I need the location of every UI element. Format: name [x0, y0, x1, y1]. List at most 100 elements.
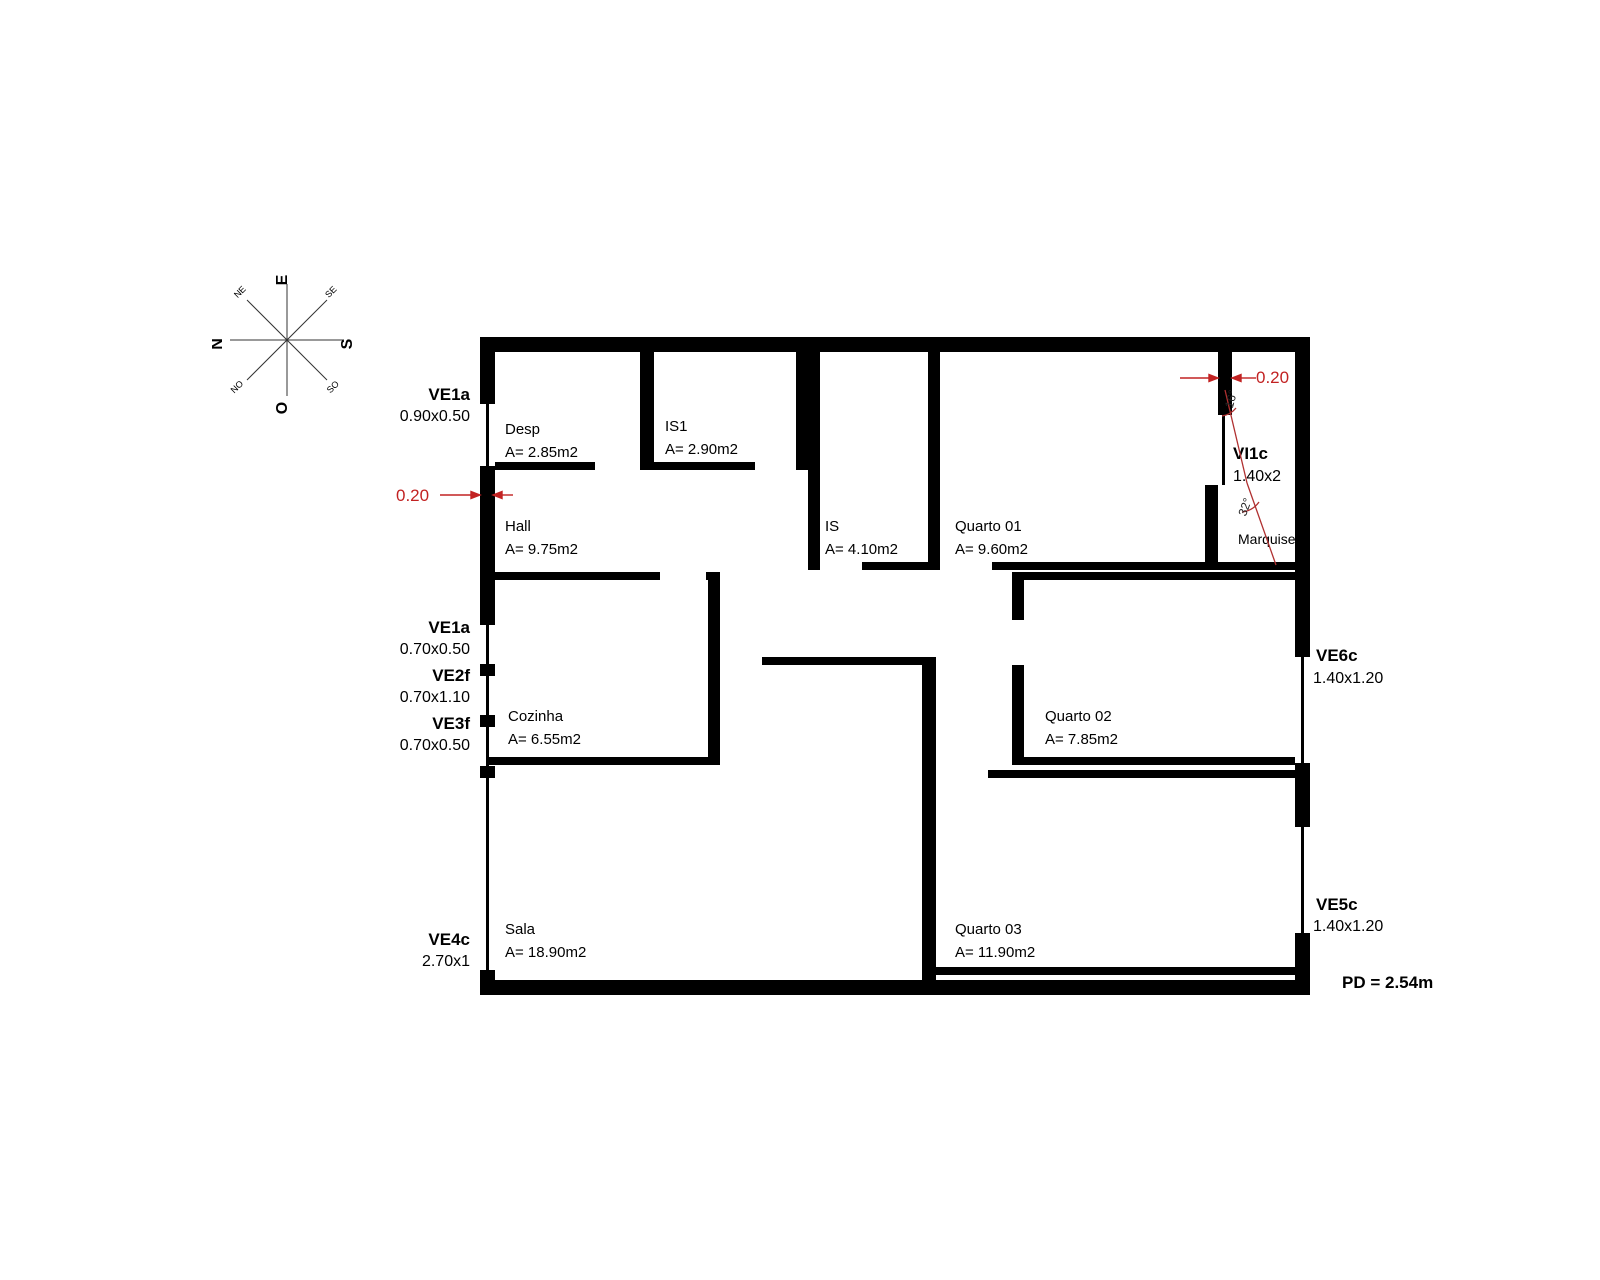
wall-segment	[1295, 765, 1310, 825]
marquise-angle-lines	[1221, 389, 1277, 566]
door-vi1c	[1222, 415, 1225, 485]
window-label-ve2f-size: 0.70x1.10	[399, 689, 470, 706]
window-label-ve1a-top-size: 0.90x0.50	[399, 408, 470, 425]
room-area: A= 9.60m2	[955, 541, 1028, 558]
dimension-arrow-left	[440, 490, 513, 500]
room-label-sala: Sala A= 18.90m2	[505, 918, 586, 964]
wall-segment	[922, 657, 936, 980]
sill-tick	[480, 674, 495, 676]
sill-tick	[1295, 655, 1310, 657]
room-label-quarto01: Quarto 01 A= 9.60m2	[955, 515, 1028, 561]
wall-segment	[796, 352, 808, 470]
wall-segment	[480, 768, 495, 776]
wall-segment	[1012, 665, 1024, 765]
wall-segment	[862, 562, 928, 570]
wall-segment	[1012, 572, 1295, 580]
wall-segment	[640, 352, 654, 462]
room-area: A= 6.55m2	[508, 731, 581, 748]
angle-arc-upper	[1221, 407, 1237, 417]
room-name: IS	[825, 518, 840, 535]
room-name: IS1	[665, 418, 688, 435]
angle-arc-lower	[1241, 501, 1260, 513]
angle-line-lower	[1246, 482, 1277, 566]
window-label-ve1a-top-code: VE1a	[428, 385, 470, 404]
dimension-arrow-top-right	[1180, 373, 1256, 383]
wall-segment	[1205, 485, 1218, 570]
room-label-is1: IS1 A= 2.90m2	[665, 415, 738, 461]
compass-axis-diagonal-2	[246, 299, 328, 381]
dimension-text-left: 0.20	[396, 486, 430, 505]
compass-label-no: NO	[229, 379, 246, 396]
wall-segment	[762, 657, 934, 665]
compass-label-n: N	[212, 338, 226, 350]
wall-segment	[922, 967, 1302, 975]
window-label-ve4c-size: 2.70x1	[421, 953, 470, 970]
room-area: A= 18.90m2	[505, 944, 587, 961]
wall-segment	[480, 468, 495, 623]
wall-segment	[480, 337, 1310, 352]
sill-tick	[480, 623, 495, 625]
room-area: A= 2.85m2	[505, 444, 578, 461]
window-ve3f	[486, 725, 489, 768]
sill-tick	[1295, 933, 1310, 935]
window-label-ve6c-size: 1.40x1.20	[1313, 670, 1384, 687]
angle-line-upper	[1224, 389, 1248, 484]
wall-segment	[1218, 352, 1232, 415]
wall-segment	[1295, 352, 1310, 655]
compass-label-so: SO	[325, 379, 341, 395]
wall-segment	[488, 572, 660, 580]
window-label-ve1a-mid-code: VE1a	[428, 618, 470, 637]
compass-label-e: E	[274, 274, 291, 285]
compass-label-s: S	[339, 338, 356, 349]
room-label-quarto03: Quarto 03 A= 11.90m2	[955, 918, 1035, 964]
room-area: A= 7.85m2	[1045, 731, 1118, 748]
wall-segment	[480, 980, 1310, 995]
window-label-ve3f-code: VE3f	[432, 714, 470, 733]
window-ve1a-top	[486, 402, 489, 468]
room-name: Quarto 02	[1045, 708, 1112, 725]
window-ve4c	[486, 776, 489, 972]
wall-segment	[495, 462, 595, 470]
window-ve5c	[1301, 825, 1304, 935]
room-name: Hall	[505, 518, 531, 535]
compass-label-se: SE	[323, 284, 339, 300]
sill-tick	[480, 776, 495, 778]
window-label-ve5c-size: 1.40x1.20	[1313, 918, 1384, 935]
wall-segment	[480, 972, 495, 980]
room-area: A= 2.90m2	[665, 441, 738, 458]
sill-tick	[480, 402, 495, 404]
wall-segment	[928, 352, 940, 570]
compass-label-ne: NE	[232, 284, 248, 300]
dimension-text-top-right: 0.20	[1256, 368, 1290, 387]
window-label-ve3f-size: 0.70x0.50	[399, 737, 470, 754]
compass-rose: E N S O NE SE NO SO	[212, 274, 356, 414]
window-ve1a-mid	[486, 623, 489, 666]
sill-tick	[480, 664, 495, 666]
window-label-ve2f-code: VE2f	[432, 666, 470, 685]
room-name: Desp	[505, 421, 541, 438]
sill-tick	[480, 725, 495, 727]
sill-tick	[1295, 825, 1310, 827]
wall-segment	[808, 352, 820, 570]
sill-tick	[480, 766, 495, 768]
window-label-ve6c-code: VE6c	[1316, 646, 1358, 665]
room-area: A= 11.90m2	[955, 944, 1036, 961]
sill-tick	[1295, 763, 1310, 765]
wall-segment	[992, 562, 1310, 570]
room-area: A= 9.75m2	[505, 541, 578, 558]
wall-segment	[480, 666, 495, 674]
room-label-cozinha: Cozinha A= 6.55m2	[508, 705, 581, 751]
wall-segment	[988, 770, 1302, 778]
room-name: Sala	[505, 921, 536, 938]
window-ve2f	[486, 674, 489, 717]
wall-segment	[488, 757, 720, 765]
wall-segment	[1012, 580, 1024, 620]
window-label-ve5c-code: VE5c	[1316, 895, 1358, 914]
wall-segment	[708, 572, 720, 765]
room-name: Quarto 03	[955, 921, 1022, 938]
sill-tick	[480, 715, 495, 717]
wall-segment	[1012, 757, 1295, 765]
sill-tick	[480, 466, 495, 468]
ceiling-height-label: PD = 2.54m	[1342, 973, 1434, 992]
